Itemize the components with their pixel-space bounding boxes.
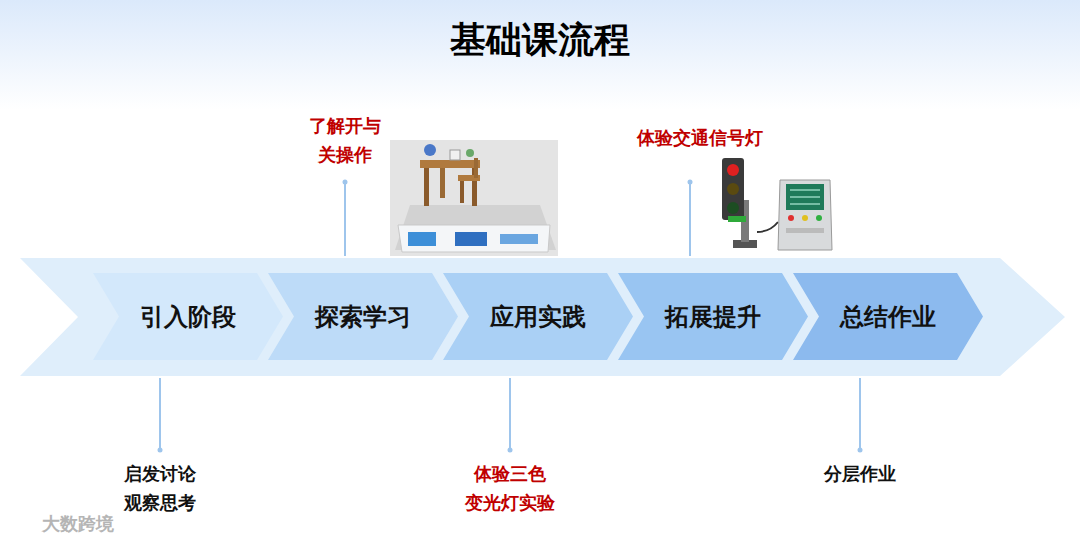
process-chevron: 总结作业: [793, 273, 983, 360]
desk-illustration: [390, 140, 558, 256]
chevron-label: 拓展提升: [665, 301, 761, 333]
process-chevron: 应用实践: [443, 273, 633, 360]
callout-label: 启发讨论 观察思考: [119, 460, 202, 518]
chevron-label: 引入阶段: [140, 301, 236, 333]
callout-label: 了解开与 关操作: [304, 112, 387, 170]
callout-label: 体验三色 变光灯实验: [460, 460, 561, 518]
chevron-label: 总结作业: [840, 301, 936, 333]
process-chevron: 拓展提升: [618, 273, 808, 360]
process-chevron: 探索学习: [268, 273, 458, 360]
callout-label: 体验交通信号灯: [628, 124, 772, 153]
traffic-light: [722, 158, 778, 248]
chevron-label: 应用实践: [490, 301, 586, 333]
title: 基础课流程: [0, 16, 1080, 65]
process-chevron: 引入阶段: [93, 273, 283, 360]
background-band: [20, 258, 1065, 376]
callout-label: 分层作业: [815, 460, 905, 489]
watermark: 大数跨境: [24, 510, 132, 539]
control-console: [778, 180, 832, 250]
chevron-label: 探索学习: [315, 301, 411, 333]
